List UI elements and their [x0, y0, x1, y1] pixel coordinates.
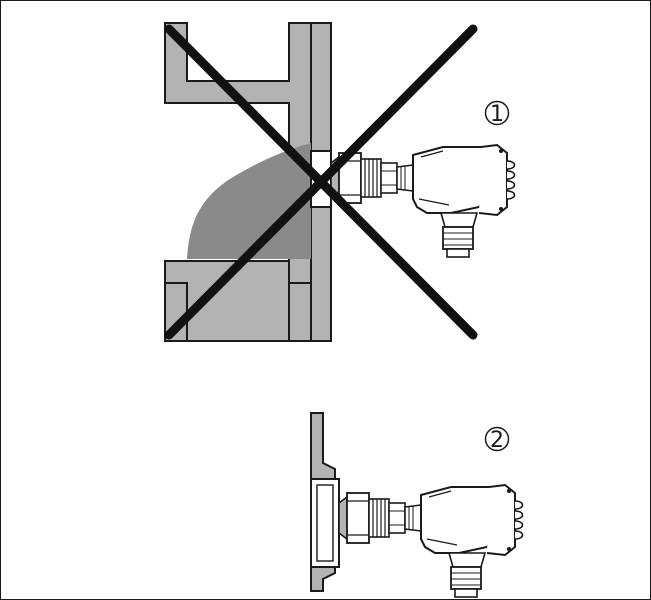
panel-incorrect-mounting: 1 — [164, 22, 516, 342]
cross-line-b — [164, 24, 478, 340]
callout-1: 1 — [484, 100, 510, 127]
medium-buildup — [187, 143, 311, 259]
callout-2: 2 — [484, 426, 510, 453]
socket-inner — [316, 484, 334, 562]
sensor-correct — [338, 484, 524, 598]
callout-2-label: 2 — [490, 428, 504, 453]
callout-1-label: 1 — [490, 102, 504, 127]
sensor-incorrect — [330, 144, 516, 258]
panel-correct-mounting: 2 — [310, 412, 524, 598]
lower-nozzle-inner — [288, 282, 312, 342]
